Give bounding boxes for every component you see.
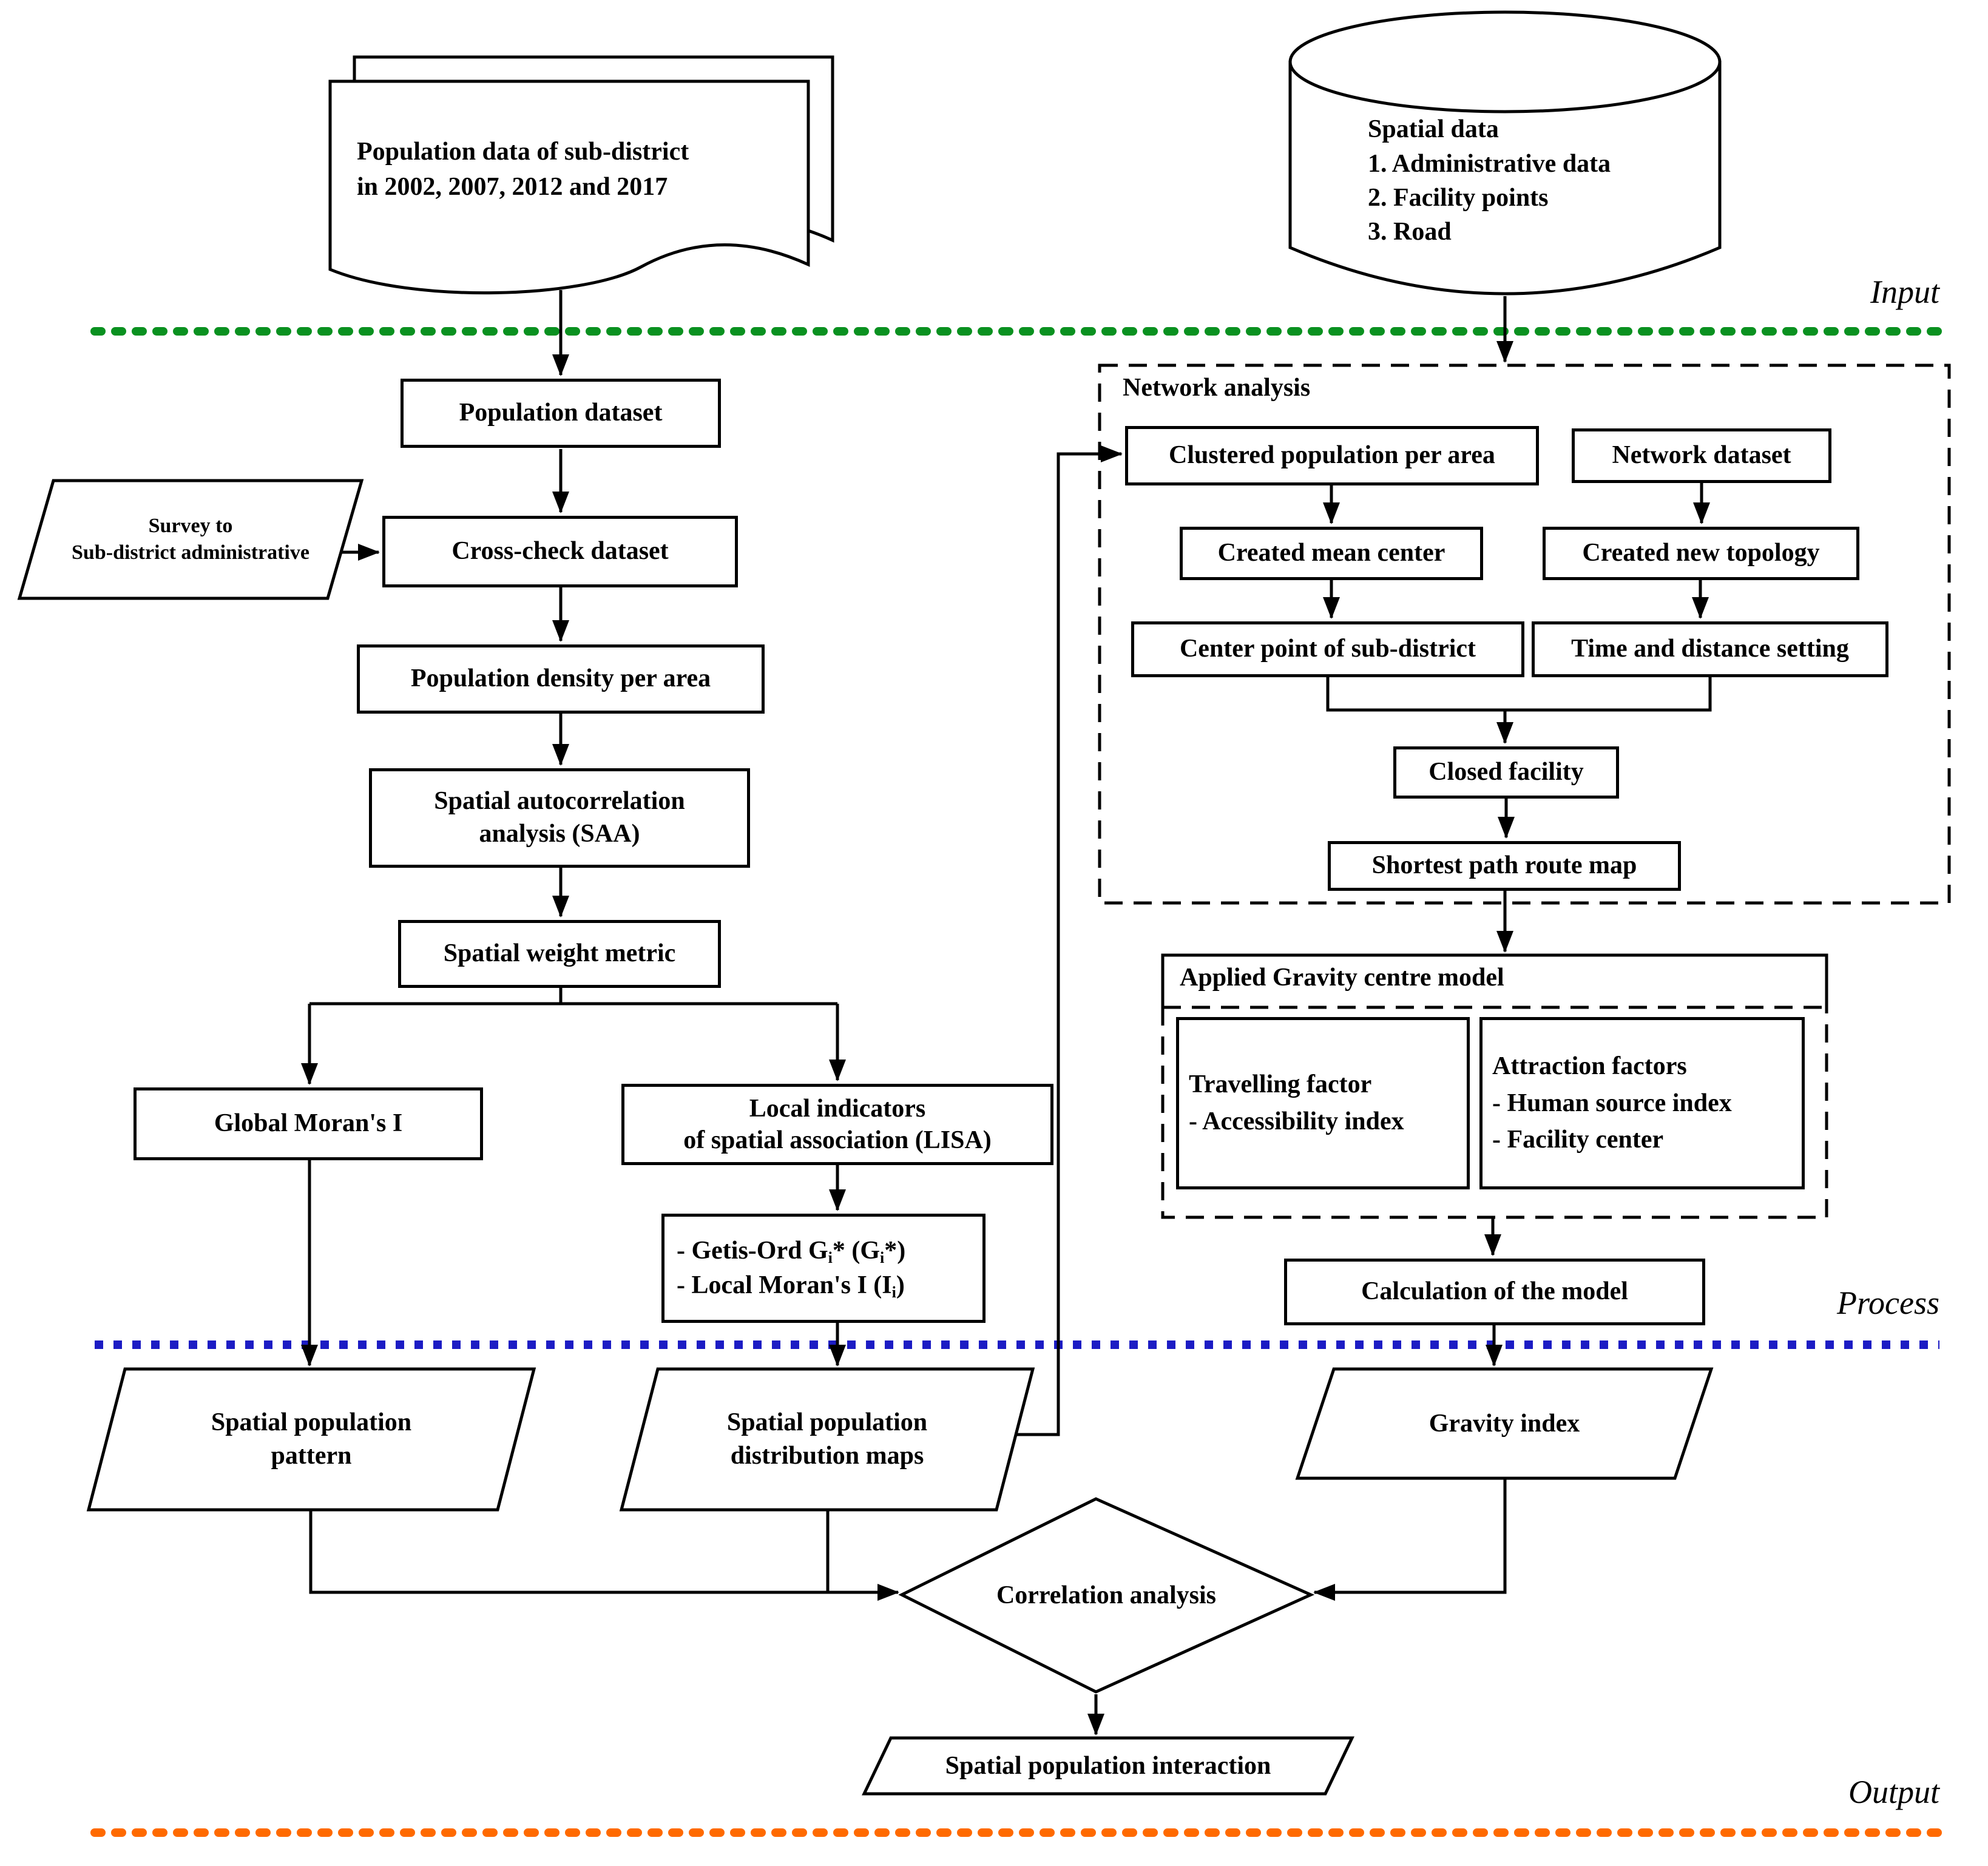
travelling-factor-box: Travelling factor - Accessibility index [1176,1017,1470,1189]
population-density-box: Population density per area [357,644,765,714]
attraction-factors-line: Attraction factors [1492,1052,1687,1080]
center-point-box: Center point of sub-district [1131,621,1524,677]
spatial-autocorrelation-box: Spatial autocorrelation analysis (SAA) [369,768,750,868]
shortest-path-box: Shortest path route map [1328,841,1681,891]
attraction-factors-line: - Human source index [1492,1089,1732,1117]
pattern-parallelogram [86,1367,536,1512]
saa-line: Spatial autocorrelation [434,787,685,816]
lisa-box: Local indicators of spatial association … [621,1084,1053,1165]
database-cylinder-body [1288,61,1722,296]
cross-check-dataset-box: Cross-check dataset [382,516,738,587]
gravity-index-parallelogram [1295,1367,1714,1480]
global-morans-i-box: Global Moran's I [134,1087,483,1160]
closed-facility-box: Closed facility [1393,746,1619,799]
attraction-factors-line: - Facility center [1492,1126,1664,1154]
created-mean-center-box: Created mean center [1180,527,1483,580]
saa-line: analysis (SAA) [479,820,640,848]
correlation-diamond [898,1497,1315,1694]
spatial-weight-metric-box: Spatial weight metric [398,920,721,988]
gravity-model-title: Applied Gravity centre model [1180,964,1504,992]
lisa-line: Local indicators [749,1094,926,1123]
attraction-factors-box: Attraction factors - Human source index … [1479,1017,1805,1189]
document-shape-front-page [328,79,810,295]
created-new-topology-box: Created new topology [1543,527,1859,580]
local-indicator-methods-box: - Getis-Ord Gi* (Gi*) - Local Moran's I … [661,1214,986,1323]
gravity-model-header-border [1161,953,1828,1007]
local-moran-line: - Local Moran's I (Ii) [677,1271,905,1301]
edge-gravityindex-to-diamond [1313,1478,1507,1601]
time-distance-box: Time and distance setting [1532,621,1888,677]
edge-distribution-to-clustered-feedback [1016,445,1123,1436]
database-cylinder-top [1288,10,1722,113]
interaction-parallelogram [862,1736,1354,1796]
population-dataset-box: Population dataset [401,379,721,448]
network-analysis-container [1098,363,1951,905]
travelling-factor-line: - Accessibility index [1189,1107,1404,1135]
network-analysis-title: Network analysis [1123,374,1311,402]
edge-merge-join-bar [1326,677,1712,712]
lisa-line: of spatial association (LISA) [683,1126,992,1154]
travelling-factor-line: Travelling factor [1189,1070,1372,1099]
output-zone-label: Output [1848,1774,1939,1810]
network-dataset-box: Network dataset [1572,428,1831,483]
process-zone-label: Process [1837,1285,1939,1321]
getis-ord-line: - Getis-Ord Gi* (Gi*) [677,1237,906,1267]
gravity-model-body-border [1161,1007,1828,1219]
survey-parallelogram [17,479,364,600]
calculation-model-box: Calculation of the model [1284,1259,1705,1325]
input-zone-label: Input [1870,274,1939,310]
clustered-population-box: Clustered population per area [1125,426,1539,485]
edge-pattern-to-diamond [309,1510,899,1601]
distribution-parallelogram [619,1367,1035,1512]
